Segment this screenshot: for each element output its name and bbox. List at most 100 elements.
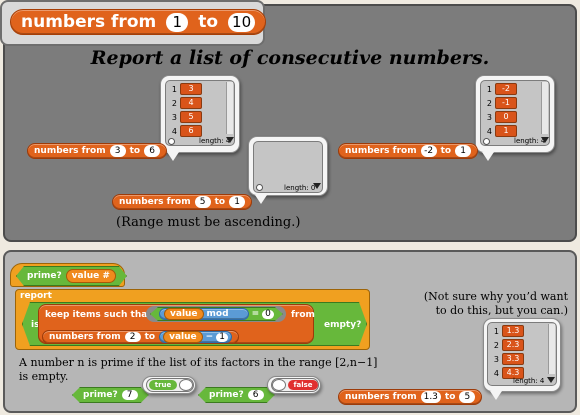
list-row: 2-1 bbox=[484, 97, 517, 109]
list-scrollbar[interactable] bbox=[548, 324, 555, 374]
to-slot[interactable]: 1 bbox=[455, 145, 472, 157]
list-cell[interactable]: 3 bbox=[180, 83, 202, 95]
value-variable[interactable]: value bbox=[164, 308, 204, 320]
numbers-from-block-4[interactable]: numbers from 1.3 to 5 bbox=[338, 389, 483, 405]
numbers-from-block-1[interactable]: numbers from 3 to 6 bbox=[27, 143, 168, 159]
bubble-tail-1 bbox=[167, 152, 179, 161]
inner-numbers-block[interactable]: numbers from 2 to value − 1 bbox=[42, 330, 239, 344]
keep-label: keep items such that bbox=[45, 310, 152, 320]
list-length-label: length: 4 bbox=[199, 137, 231, 145]
list-cell[interactable]: 4 bbox=[180, 97, 202, 109]
prime-call-6[interactable]: prime? 6 bbox=[198, 387, 275, 403]
block-label: numbers from bbox=[119, 197, 191, 207]
numbers-from-block-2[interactable]: numbers from 5 to 1 bbox=[112, 194, 253, 210]
dropdown-arrow-icon[interactable] bbox=[541, 137, 549, 143]
from-slot[interactable]: 1.3 bbox=[420, 391, 441, 403]
from-label: from bbox=[291, 310, 315, 320]
call-label: prime? bbox=[209, 390, 244, 400]
list-scrollbar[interactable] bbox=[541, 82, 548, 134]
header-to-slot[interactable]: 10 bbox=[228, 12, 256, 32]
mod-label: mod bbox=[206, 309, 229, 319]
inner-from-slot[interactable]: 2 bbox=[124, 332, 141, 342]
list-length-label: length: 4 bbox=[513, 377, 545, 385]
false-label: false bbox=[288, 380, 318, 390]
to-slot[interactable]: 1 bbox=[229, 196, 246, 208]
list-index: 3 bbox=[171, 112, 177, 122]
dropdown-arrow-icon[interactable] bbox=[226, 137, 234, 143]
list-cell[interactable]: 6 bbox=[180, 125, 202, 137]
resize-handle-icon[interactable] bbox=[256, 184, 263, 191]
to-slot[interactable]: 6 bbox=[144, 145, 161, 157]
to-label: to bbox=[129, 146, 141, 156]
from-slot[interactable]: 5 bbox=[194, 196, 211, 208]
is-label: is bbox=[31, 320, 40, 330]
range-note: (Range must be ascending.) bbox=[116, 215, 301, 230]
dropdown-arrow-icon[interactable] bbox=[547, 377, 555, 383]
list-index: 2 bbox=[493, 340, 499, 350]
list-scrollbar[interactable] bbox=[226, 82, 233, 134]
prime-note: A number n is prime if the list of its f… bbox=[19, 356, 378, 383]
prime-call-7[interactable]: prime? 7 bbox=[72, 387, 149, 403]
zero-slot[interactable]: 0 bbox=[262, 310, 274, 319]
block-label: numbers from bbox=[345, 146, 417, 156]
from-slot[interactable]: 3 bbox=[109, 145, 126, 157]
minus-slot[interactable]: 1 bbox=[216, 332, 228, 342]
list-cell[interactable]: -1 bbox=[495, 97, 517, 109]
call-label: prime? bbox=[83, 390, 118, 400]
list-cell[interactable]: 1 bbox=[495, 125, 517, 137]
list-index: 1 bbox=[486, 84, 492, 94]
list-cell[interactable]: 4.3 bbox=[502, 367, 524, 379]
equals-predicate[interactable]: value mod = 0 bbox=[150, 307, 283, 321]
list-cell[interactable]: 1.3 bbox=[502, 325, 524, 337]
block-label: numbers from bbox=[34, 146, 106, 156]
list-length-label: length: 4 bbox=[514, 137, 546, 145]
resize-handle-icon[interactable] bbox=[168, 138, 175, 145]
minus-block[interactable]: value − 1 bbox=[159, 331, 232, 343]
value-variable[interactable]: value bbox=[163, 331, 203, 343]
bubble-tail-2 bbox=[255, 195, 267, 204]
list-cell[interactable]: 3.3 bbox=[502, 353, 524, 365]
list-cell[interactable]: 0 bbox=[495, 111, 517, 123]
list-index: 3 bbox=[493, 354, 499, 364]
prime-hat-predicate[interactable]: prime? value # bbox=[16, 266, 127, 286]
list-index: 1 bbox=[171, 84, 177, 94]
list-index: 4 bbox=[486, 126, 492, 136]
prime-hat-label: prime? bbox=[27, 271, 62, 281]
to-slot[interactable]: 5 bbox=[459, 391, 476, 403]
to-label: to bbox=[444, 392, 456, 402]
mod-block[interactable]: value mod bbox=[159, 308, 249, 320]
header-numbers-block[interactable]: numbers from 1 to 10 bbox=[10, 9, 267, 35]
numbers-from-block-3[interactable]: numbers from -2 to 1 bbox=[338, 143, 479, 159]
resize-handle-icon[interactable] bbox=[483, 138, 490, 145]
list-cell[interactable]: 2.3 bbox=[502, 339, 524, 351]
list-cell[interactable]: 5 bbox=[180, 111, 202, 123]
list-index: 1 bbox=[493, 326, 499, 336]
header-prefix: numbers from bbox=[21, 12, 157, 32]
list-watcher-2 bbox=[253, 141, 323, 193]
list-index: 4 bbox=[171, 126, 177, 136]
false-toggle: false bbox=[271, 378, 319, 392]
param-value[interactable]: value # bbox=[66, 269, 116, 283]
from-slot[interactable]: -2 bbox=[420, 145, 437, 157]
toggle-knob bbox=[179, 379, 193, 391]
call-arg-slot[interactable]: 7 bbox=[122, 390, 138, 400]
true-label: true bbox=[149, 380, 177, 390]
equals-label: = bbox=[251, 309, 260, 319]
list-row: 1-2 bbox=[484, 83, 517, 95]
list-length-label: length: 0 bbox=[284, 184, 316, 192]
list-index: 3 bbox=[486, 112, 492, 122]
list-cell[interactable]: -2 bbox=[495, 83, 517, 95]
call-arg-slot[interactable]: 6 bbox=[248, 390, 264, 400]
block-label: numbers from bbox=[345, 392, 417, 402]
dropdown-arrow-icon[interactable] bbox=[313, 183, 321, 189]
header-from-slot[interactable]: 1 bbox=[166, 12, 189, 32]
